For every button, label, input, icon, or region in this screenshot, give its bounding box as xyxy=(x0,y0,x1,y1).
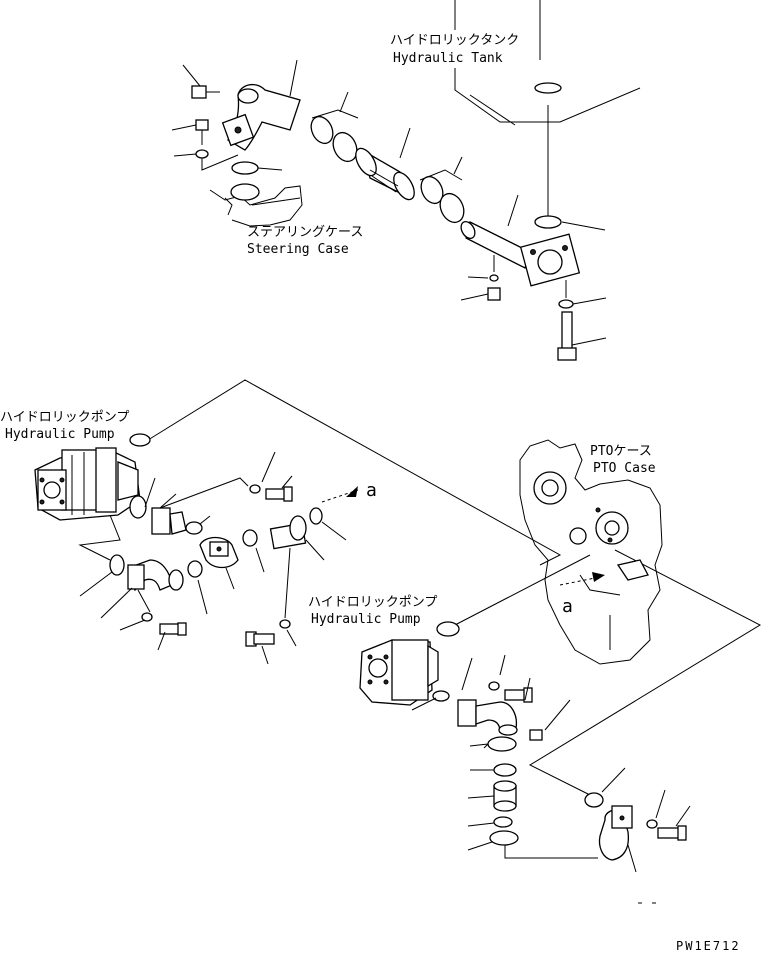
bolt-center-top xyxy=(265,486,293,502)
steering-label-jp: ステアリングケース xyxy=(247,225,363,240)
hose-clamp-2b xyxy=(439,192,465,224)
elbow-left xyxy=(127,559,184,592)
o-ring-elbow-left xyxy=(109,554,125,576)
suction-pipe xyxy=(460,220,581,287)
ring-b xyxy=(242,529,258,547)
seal-ring xyxy=(493,763,517,777)
clamp-lower xyxy=(489,830,519,846)
bolt-lower-right xyxy=(657,825,687,841)
o-ring-plug xyxy=(489,274,499,282)
o-ring-elbow xyxy=(231,161,259,175)
o-ring-pump2 xyxy=(436,621,460,637)
o-ring-fitting xyxy=(309,507,323,525)
hose-clamp-1b xyxy=(332,131,358,163)
o-ring-pump1-out xyxy=(129,495,147,519)
hydraulic-pump-1 xyxy=(34,447,141,521)
ring-a xyxy=(187,560,203,578)
pump2-label-jp: ハイドロリックポンプ xyxy=(308,595,437,610)
washer-center-low xyxy=(279,619,291,629)
bolt-top-left xyxy=(191,85,220,99)
washer-center-top xyxy=(249,484,261,494)
straight-fitting xyxy=(269,515,307,550)
ref-a-lower: a xyxy=(562,596,573,617)
pto-label-en: PTO Case xyxy=(593,461,656,476)
elbow-pump2 xyxy=(457,699,518,736)
bolt-pump2 xyxy=(504,687,533,703)
pump1-label-jp: ハイドロリックポンプ xyxy=(0,410,129,425)
pto-label-jp: PTOケース xyxy=(590,444,652,459)
steering-label-en: Steering Case xyxy=(247,242,349,257)
washer-flange xyxy=(558,299,574,309)
rubber-hose xyxy=(355,147,415,201)
drawing-code: PW1E712 xyxy=(676,939,741,953)
swivel-fitting xyxy=(199,536,239,569)
clamp-upper xyxy=(483,736,517,752)
split-flange-center xyxy=(151,507,187,535)
washer-lower-right xyxy=(646,819,658,829)
pump1-label-en: Hydraulic Pump xyxy=(5,427,115,442)
washer-top-left xyxy=(195,149,209,159)
pto-case xyxy=(519,439,663,665)
bolt-mid-left xyxy=(195,119,209,145)
tank-label-jp: ハイドロリックタンク xyxy=(390,33,519,48)
bolt-pump2-small xyxy=(529,729,543,741)
seal-ring-2 xyxy=(493,816,513,828)
washer-left xyxy=(141,612,153,622)
o-ring-lower-right xyxy=(584,792,604,808)
o-ring-pump2-out xyxy=(432,690,450,702)
bolt-flange xyxy=(557,311,577,361)
bolt-left xyxy=(159,622,187,636)
o-ring-center xyxy=(185,521,203,535)
pump2-label-en: Hydraulic Pump xyxy=(311,612,421,627)
hydraulic-pump-2 xyxy=(359,639,439,706)
sleeve-hose xyxy=(493,780,517,812)
hose-clamp-1a xyxy=(310,115,334,145)
bolt-center-low xyxy=(245,631,275,647)
o-ring-tank xyxy=(534,215,562,229)
elbow-fitting-top xyxy=(221,83,301,151)
tank-label-en: Hydraulic Tank xyxy=(393,51,503,66)
o-ring-pump1 xyxy=(129,433,151,447)
ref-a-upper: a xyxy=(366,480,377,501)
washer-pump2 xyxy=(488,681,500,691)
plug xyxy=(487,287,501,301)
hydraulic-tank xyxy=(454,0,641,135)
elbow-lower-right xyxy=(598,805,633,861)
